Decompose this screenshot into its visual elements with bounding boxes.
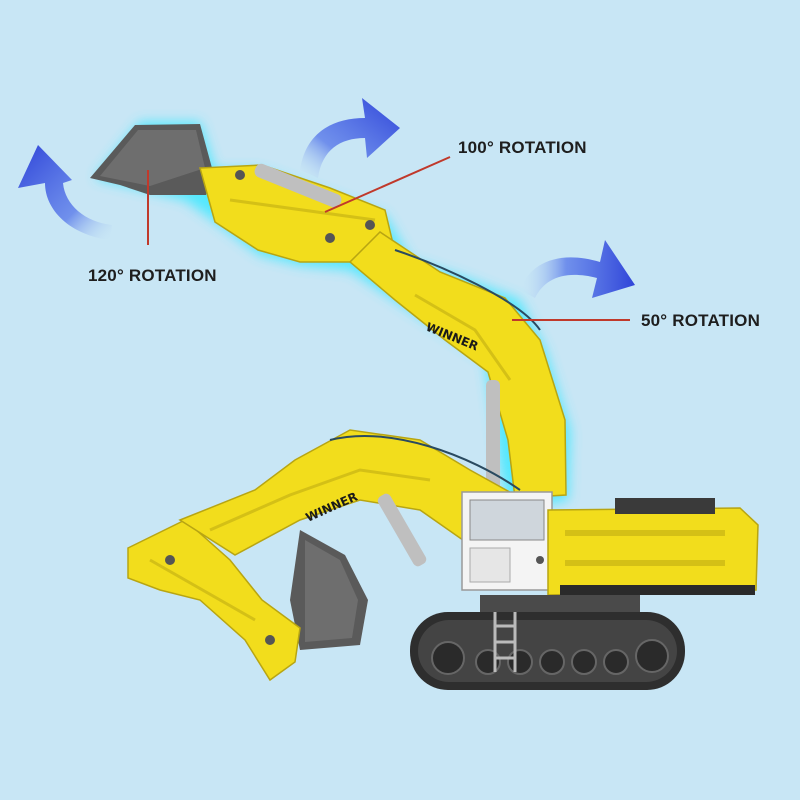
lowered-bucket <box>290 530 368 650</box>
bucket-rotation-arrow <box>18 145 112 240</box>
access-ladder <box>493 612 517 672</box>
bucket-rotation-label: 120° ROTATION <box>88 266 217 285</box>
pointer-lines <box>147 156 630 321</box>
track-wheels <box>431 639 669 675</box>
lowered-dipper-arm <box>127 519 301 682</box>
boom-rotation-arrow <box>520 240 635 298</box>
operator-cab <box>461 491 553 591</box>
arm-pointer-line <box>324 156 451 213</box>
boom-rotation-label: 50° ROTATION <box>641 311 761 330</box>
excavator-body <box>547 498 759 596</box>
arm-rotation-label: 100° ROTATION <box>458 138 587 157</box>
track-assembly <box>410 595 685 690</box>
raised-bucket <box>90 124 212 195</box>
arm-rotation-arrow <box>300 98 400 178</box>
